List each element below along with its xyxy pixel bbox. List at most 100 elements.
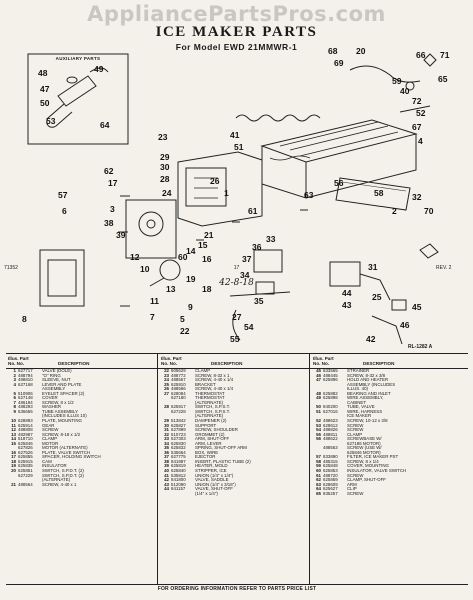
- part-description: ILLUS. 40): [347, 386, 368, 392]
- callout: 17: [108, 178, 118, 188]
- illus-number: 61: [316, 472, 321, 478]
- callout: 8: [22, 314, 27, 324]
- callout: 67: [412, 122, 422, 132]
- part-number: 625835: [18, 463, 33, 469]
- table-row: (ALTERNATE): [161, 400, 307, 406]
- callout: 24: [162, 188, 172, 198]
- part-description: STRAINER: [347, 368, 370, 373]
- column-header: Illus. Part No. No. DESCRIPTION: [161, 356, 243, 366]
- callout: 3: [110, 204, 115, 214]
- bin-bracket-detail: [341, 181, 407, 192]
- part-description: HEATER, MOLD: [195, 463, 228, 469]
- callout: 46: [400, 320, 410, 330]
- part-description: MOTOR (ALTERNATE): [42, 445, 88, 451]
- callout: 6: [62, 206, 67, 216]
- aux-tube-drawing: [89, 67, 109, 73]
- part-description: SWITCH, S.P.D.T. (2): [42, 468, 84, 474]
- part-description: COVER, MOUNTING: [347, 463, 389, 469]
- part-number: 482987: [18, 431, 33, 437]
- illus-number: 24: [164, 377, 169, 383]
- part-number: 627526: [18, 449, 33, 455]
- housing-slots: [194, 177, 218, 199]
- part-number: 625915: [18, 458, 33, 464]
- part-description: ARM, SHUT-OFF: [195, 436, 230, 442]
- ejector-blades: [269, 155, 311, 161]
- part-number: 488566: [171, 386, 186, 392]
- part-number: 625830: [171, 440, 186, 446]
- part-description: ARM: [347, 481, 357, 487]
- illus-number: 44: [164, 486, 169, 492]
- illus-number: 12: [11, 427, 16, 433]
- callout: 30: [160, 162, 170, 172]
- callout: 28: [160, 174, 170, 184]
- part-number: 627899: [171, 427, 186, 433]
- mounting-plate-drawing: [125, 199, 177, 259]
- part-number: 625840: [171, 468, 186, 474]
- part-description: SCREW: [347, 490, 364, 496]
- illus-number: 45: [316, 368, 321, 373]
- part-number: 535664: [171, 449, 186, 455]
- part-number: 627826: [18, 445, 33, 451]
- part-description: SPRING, SHUT-OFF ARM: [195, 445, 247, 451]
- part-description: 625846 MOTOR): [347, 449, 381, 455]
- table-row: CABINET: [313, 400, 459, 406]
- o-ring-drawing: [66, 76, 78, 84]
- callout: 20: [356, 46, 366, 56]
- illus-number: 15: [11, 440, 16, 446]
- part-number: 625914: [18, 422, 33, 428]
- part-description: BEARING AND INLET: [347, 390, 391, 396]
- table-row: 627826 MOTOR (ALTERNATE): [8, 446, 154, 451]
- illus-number: 35: [164, 445, 169, 451]
- part-description: SCREWBASE W/: [347, 436, 382, 442]
- part-number: 510906: [18, 390, 33, 396]
- illus-number: 25: [164, 381, 169, 387]
- part-description: CLIP: [347, 486, 357, 492]
- watermark-text: AppliancePartsPros.com: [87, 2, 386, 26]
- illus-number: 63: [316, 481, 321, 487]
- illus-number: 59: [316, 463, 321, 469]
- callout: 1: [224, 188, 229, 198]
- callout: 45: [412, 302, 422, 312]
- strainer-fitting-drawing: [391, 299, 407, 311]
- part-number: 488810: [18, 377, 33, 383]
- callout: 21: [204, 230, 214, 240]
- callout: 38: [104, 218, 114, 228]
- wire-lead-drawing: [232, 309, 241, 341]
- part-description: GROMMET (2): [195, 431, 225, 437]
- illus-number: 10: [11, 418, 16, 424]
- callout: 15: [198, 240, 208, 250]
- callout: 37: [242, 254, 252, 264]
- callout: 26: [210, 176, 220, 186]
- callout: 53: [46, 116, 56, 126]
- illus-number: 1: [13, 368, 16, 373]
- callout: 13: [166, 284, 176, 294]
- callout: 7: [150, 312, 155, 322]
- valve-tube-drawing: [46, 103, 73, 128]
- part-number: 488826: [323, 427, 338, 433]
- reference-code: RL-1282 A: [408, 344, 433, 350]
- table-row: 625846 MOTOR): [313, 449, 459, 456]
- illus-number: 34: [164, 440, 169, 446]
- part-description: THERMOSTAT: [195, 395, 225, 401]
- part-description: CLAMP: [42, 436, 58, 442]
- table-row: (1/4" x 1/4"): [161, 491, 307, 497]
- callout: 14: [186, 246, 196, 256]
